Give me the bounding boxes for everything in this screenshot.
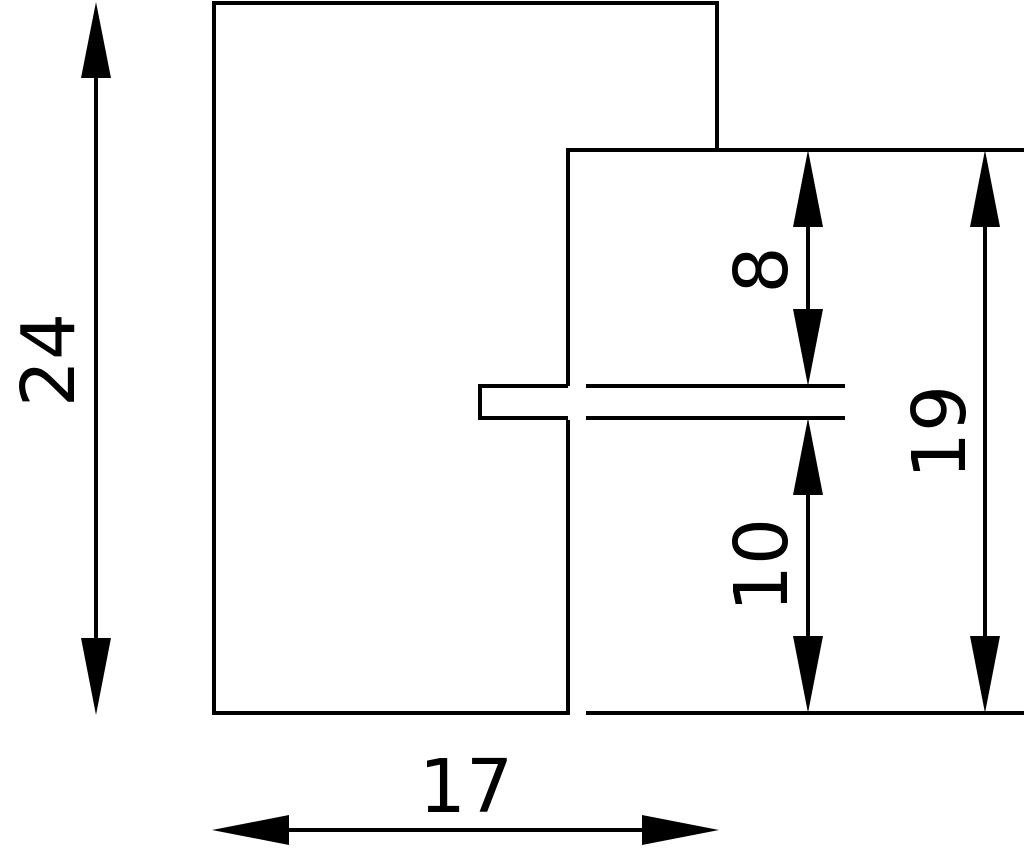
outer-contour — [212, 1, 719, 715]
dimension-overall-height: 24 — [6, 2, 111, 715]
arrowhead-right — [642, 815, 719, 845]
arrowhead-up — [81, 2, 111, 78]
arrowhead-down — [81, 638, 111, 715]
arrowhead-left — [212, 815, 289, 845]
dimension-label-10: 10 — [719, 518, 805, 612]
dimension-overall-width: 17 — [212, 744, 719, 845]
arrowhead-down — [793, 636, 823, 713]
arrowhead-up — [793, 150, 823, 227]
dimension-lower-step: 10 — [719, 418, 823, 713]
dimension-label-24: 24 — [6, 313, 92, 407]
dimension-label-19: 19 — [897, 385, 983, 479]
arrowhead-up — [793, 418, 823, 495]
dimension-label-8: 8 — [719, 246, 805, 293]
profile-outline — [212, 1, 1024, 715]
dimension-right-height: 19 — [897, 150, 1000, 713]
arrowhead-down — [793, 309, 823, 386]
slot-notch — [478, 384, 568, 420]
dimension-label-17: 17 — [419, 744, 513, 830]
arrowhead-down — [970, 636, 1000, 713]
step-contour — [566, 148, 1024, 386]
dimension-upper-step: 8 — [719, 150, 823, 386]
arrowhead-up — [970, 150, 1000, 227]
